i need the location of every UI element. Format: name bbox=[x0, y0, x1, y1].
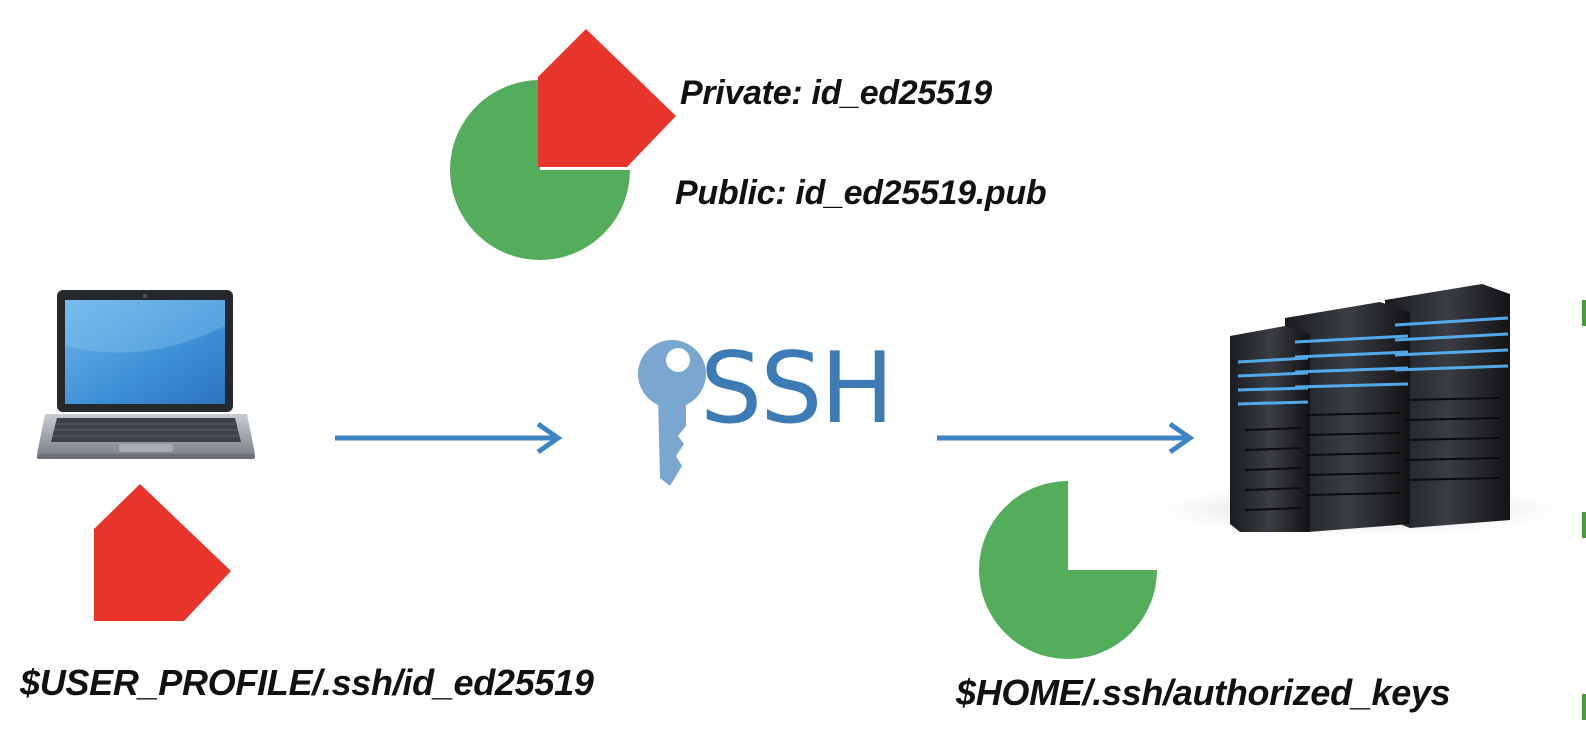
edge-mark bbox=[1582, 694, 1586, 720]
private-key-label: Private: id_ed25519 bbox=[680, 74, 992, 112]
public-key-shape-icon bbox=[450, 80, 630, 260]
key-icon bbox=[638, 340, 706, 486]
client-key-path-label: $USER_PROFILE/.ssh/id_ed25519 bbox=[20, 662, 594, 703]
public-key-label: Public: id_ed25519.pub bbox=[675, 174, 1047, 212]
arrow-to-server-icon bbox=[937, 421, 1195, 455]
server-public-key-icon bbox=[979, 481, 1157, 659]
edge-mark bbox=[1582, 300, 1586, 326]
keypair-icon bbox=[450, 29, 676, 260]
server-key-path-label: $HOME/.ssh/authorized_keys bbox=[956, 672, 1451, 713]
arrow-to-ssh-icon bbox=[335, 421, 563, 455]
laptop-icon bbox=[37, 290, 255, 459]
client-private-key-icon bbox=[94, 484, 231, 621]
ssh-label: SSH bbox=[700, 332, 894, 446]
edge-mark bbox=[1582, 512, 1586, 538]
private-key-shape-icon bbox=[538, 29, 676, 167]
server-rack-icon bbox=[1120, 284, 1582, 540]
